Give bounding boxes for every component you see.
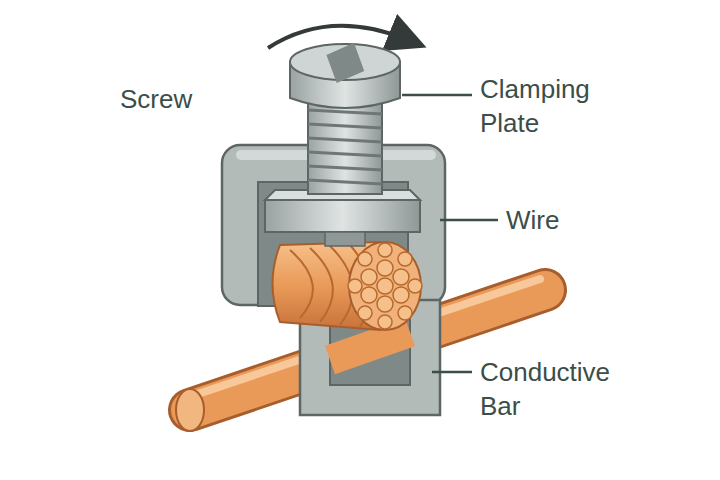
part-label: Wire	[506, 203, 559, 237]
part-label: Clamping Plate	[480, 72, 630, 140]
clamping-plate	[265, 190, 420, 246]
part-label: Screw	[120, 82, 192, 116]
stranded-wire	[273, 242, 423, 330]
screw	[290, 43, 400, 194]
part-label: Conductive Bar	[480, 355, 640, 423]
